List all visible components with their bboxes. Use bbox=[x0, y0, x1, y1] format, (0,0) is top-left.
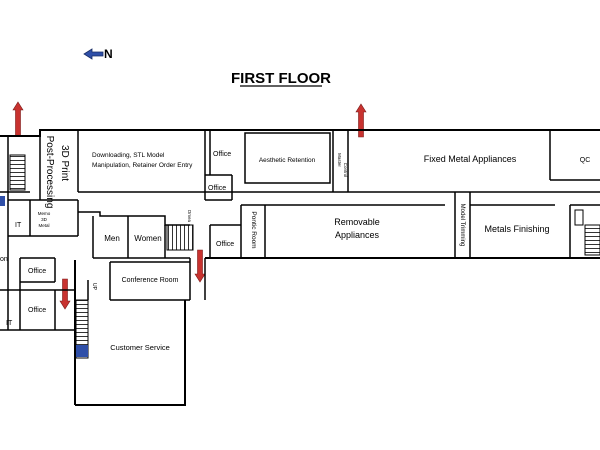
label-up: UP bbox=[91, 283, 97, 291]
label-office-left-1: Office bbox=[28, 268, 46, 275]
label-it-left: IT bbox=[15, 222, 22, 229]
compass-label: N bbox=[104, 47, 113, 61]
label-model-trimming: Model Trimming bbox=[459, 204, 465, 247]
stairs-top-left bbox=[9, 154, 26, 191]
label-dmea: Dmea bbox=[187, 210, 192, 223]
label-qc: QC bbox=[580, 157, 591, 164]
stairs-restroom bbox=[166, 224, 194, 251]
room-labels: 3D Print Post-Processing Downloading, ST… bbox=[0, 136, 590, 352]
label-removable-2: Appliances bbox=[335, 230, 380, 240]
down-arrow-icon bbox=[194, 249, 206, 283]
label-on-fragment: on bbox=[0, 256, 8, 263]
label-downloading-line2: Manipulation, Retainer Order Entry bbox=[92, 162, 193, 169]
label-3d-print: 3D Print bbox=[59, 145, 70, 181]
exit-arrows bbox=[12, 101, 367, 310]
stairs-right-small bbox=[574, 209, 584, 226]
label-metals-finishing: Metals Finishing bbox=[484, 224, 549, 234]
label-master-control-1: Master bbox=[337, 153, 342, 167]
north-arrow-icon bbox=[83, 48, 104, 60]
label-office-mid: Office bbox=[216, 241, 234, 248]
label-memo-3: Metal bbox=[38, 223, 49, 228]
label-office-top-small: Office bbox=[208, 185, 226, 192]
label-post-processing: Post-Processing bbox=[44, 136, 55, 209]
stairs-lower bbox=[75, 299, 89, 359]
label-aesthetic-retention: Aesthetic Retention bbox=[259, 157, 316, 164]
label-office-left-2: Office bbox=[28, 307, 46, 314]
label-fixed-metal-appliances: Fixed Metal Appliances bbox=[424, 154, 517, 164]
label-pontic-room: Pontic Room bbox=[250, 211, 257, 248]
label-it-bottom: IT bbox=[6, 320, 13, 327]
stairs-small-accent bbox=[0, 196, 5, 206]
label-memo-2: 3D bbox=[41, 217, 48, 222]
floor-title: FIRST FLOOR bbox=[231, 70, 331, 87]
label-women: Women bbox=[134, 234, 161, 243]
stairs-right bbox=[584, 224, 600, 256]
north-compass: N bbox=[83, 47, 113, 61]
label-memo-1: Memo bbox=[38, 211, 51, 216]
stairs bbox=[0, 154, 600, 359]
up-arrow-icon bbox=[355, 103, 367, 138]
label-customer-service: Customer Service bbox=[110, 343, 170, 352]
label-men: Men bbox=[104, 234, 120, 243]
down-arrow-icon bbox=[59, 278, 71, 310]
label-master-control-2: Control bbox=[343, 163, 348, 178]
label-office-top: Office bbox=[213, 151, 231, 158]
label-conference-room: Conference Room bbox=[122, 277, 179, 284]
walls bbox=[0, 129, 600, 406]
stairs-accent bbox=[76, 345, 88, 357]
up-arrow-icon bbox=[12, 101, 24, 137]
label-downloading-line1: Downloading, STL Model bbox=[92, 152, 165, 159]
label-removable-1: Removable bbox=[334, 217, 380, 227]
